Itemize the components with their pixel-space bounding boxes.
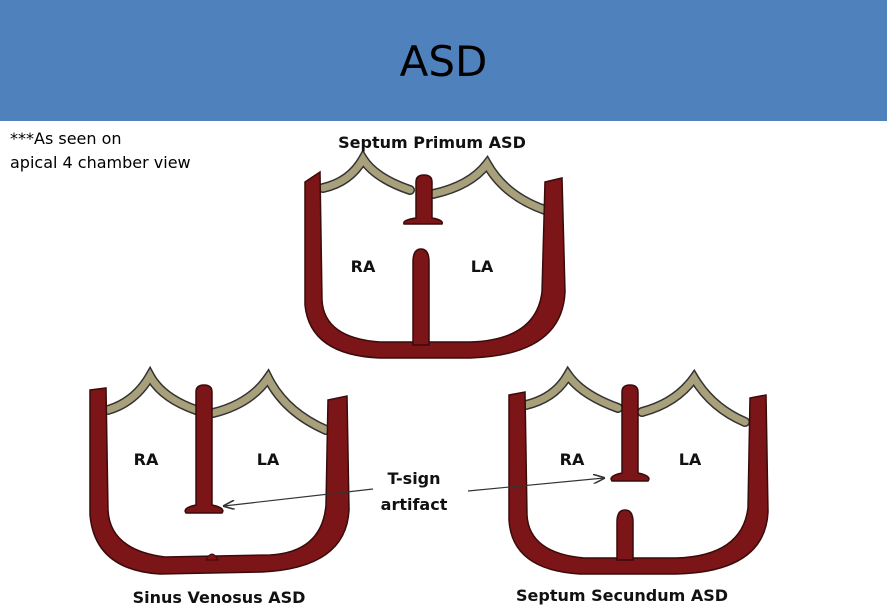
heart-title: Septum Primum ASD	[338, 133, 526, 152]
atrial-septum	[403, 174, 444, 225]
ra-label: RA	[351, 257, 376, 276]
la-label: LA	[257, 450, 280, 469]
heart-sinus-venosus: Sinus Venosus ASD RA LA	[89, 365, 350, 607]
heart-title: Sinus Venosus ASD	[133, 588, 306, 607]
ra-label: RA	[560, 450, 585, 469]
atrial-septum	[610, 384, 650, 482]
ventricle-outer-wall	[304, 170, 566, 359]
ventricle-outer-wall	[508, 391, 769, 575]
interventricular-septum	[616, 509, 634, 561]
mitral-valve-leaflet-fill	[209, 371, 330, 434]
tricuspid-valve-leaflet-fill	[522, 368, 622, 412]
view-note-line-2: apical 4 chamber view	[10, 153, 191, 172]
slide-title: ASD	[399, 37, 488, 86]
mitral-valve-leaflet-fill	[429, 157, 549, 214]
tricuspid-valve-leaflet-fill	[319, 152, 414, 194]
ventricle-outer-wall	[89, 387, 350, 575]
mitral-valve-leaflet-fill	[638, 371, 749, 426]
arrow-to-sinus-venosus	[224, 488, 374, 506]
heart-septum-secundum: Septum Secundum ASD RA LA	[508, 365, 769, 605]
la-label: LA	[679, 450, 702, 469]
interventricular-septum	[412, 248, 430, 346]
interventricular-septum	[205, 553, 219, 561]
tricuspid-valve-leaflet-fill	[104, 368, 200, 414]
heart-septum-primum: Septum Primum ASD RA LA	[304, 133, 566, 359]
heart-title: Septum Secundum ASD	[516, 586, 728, 605]
la-label: LA	[471, 257, 494, 276]
atrial-septum	[184, 384, 224, 514]
ra-label: RA	[134, 450, 159, 469]
t-sign-annotation: T-sign artifact	[224, 469, 604, 514]
arrow-to-septum-secundum	[467, 478, 604, 492]
t-sign-label-line-2: artifact	[381, 495, 448, 514]
view-note-line-1: ***As seen on	[10, 129, 122, 148]
t-sign-label-line-1: T-sign	[387, 469, 440, 488]
title-banner: ASD	[0, 0, 887, 121]
view-note: ***As seen on apical 4 chamber view	[10, 127, 191, 175]
